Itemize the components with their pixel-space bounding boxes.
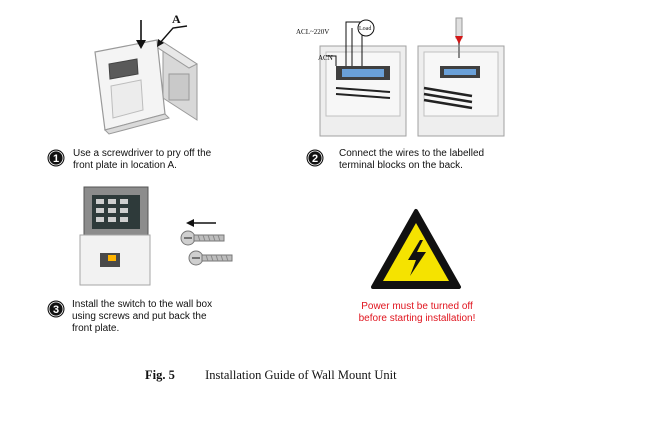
step2-illustration: Load ACL~220V ACN [296,14,516,139]
figure-title: Installation Guide of Wall Mount Unit [205,368,397,382]
step-number-badge: 2 [306,149,324,167]
warning-line-1: Power must be turned off [361,301,473,312]
step-number-badge: 3 [47,300,65,318]
step-3: 3 Install the switch to the wall box usi… [47,296,247,336]
load-label: Load [359,26,371,32]
location-a-pointer [155,18,189,48]
step-1-line-2: front plate in location A. [73,160,177,171]
step-2: 2 Connect the wires to the labelled term… [302,146,502,174]
step1-illustration [85,12,215,142]
step-2-line-1: Connect the wires to the labelled [339,148,485,159]
screws-icon [178,226,242,272]
warning-line-2: before starting installation! [358,313,476,324]
down-arrow-icon [135,20,147,50]
step-1-line-1: Use a screwdriver to pry off the [73,148,212,159]
step-2-line-2: terminal blocks on the back. [339,160,463,171]
svg-text:3: 3 [53,304,59,316]
location-a-label: A [172,12,181,26]
step-3-line-2: using screws and put back the [72,311,207,322]
svg-text:1: 1 [53,153,59,165]
svg-text:2: 2 [312,153,318,165]
step-3-line-3: front plate. [72,323,120,334]
acl-label: ACL~220V [296,28,329,36]
step3-illustration [78,183,158,288]
figure-caption: Fig. 5 Installation Guide of Wall Mount … [145,368,397,383]
step-number-badge: 1 [47,149,65,167]
warning-triangle-icon [370,208,462,290]
figure-number: Fig. 5 [145,368,175,382]
warning-text: Power must be turned off before starting… [340,301,494,325]
acn-label: ACN [318,54,333,62]
step-1: 1 Use a screwdriver to pry off the front… [47,146,247,174]
step-3-line-1: Install the switch to the wall box [72,299,213,310]
left-arrow-icon [186,218,216,228]
